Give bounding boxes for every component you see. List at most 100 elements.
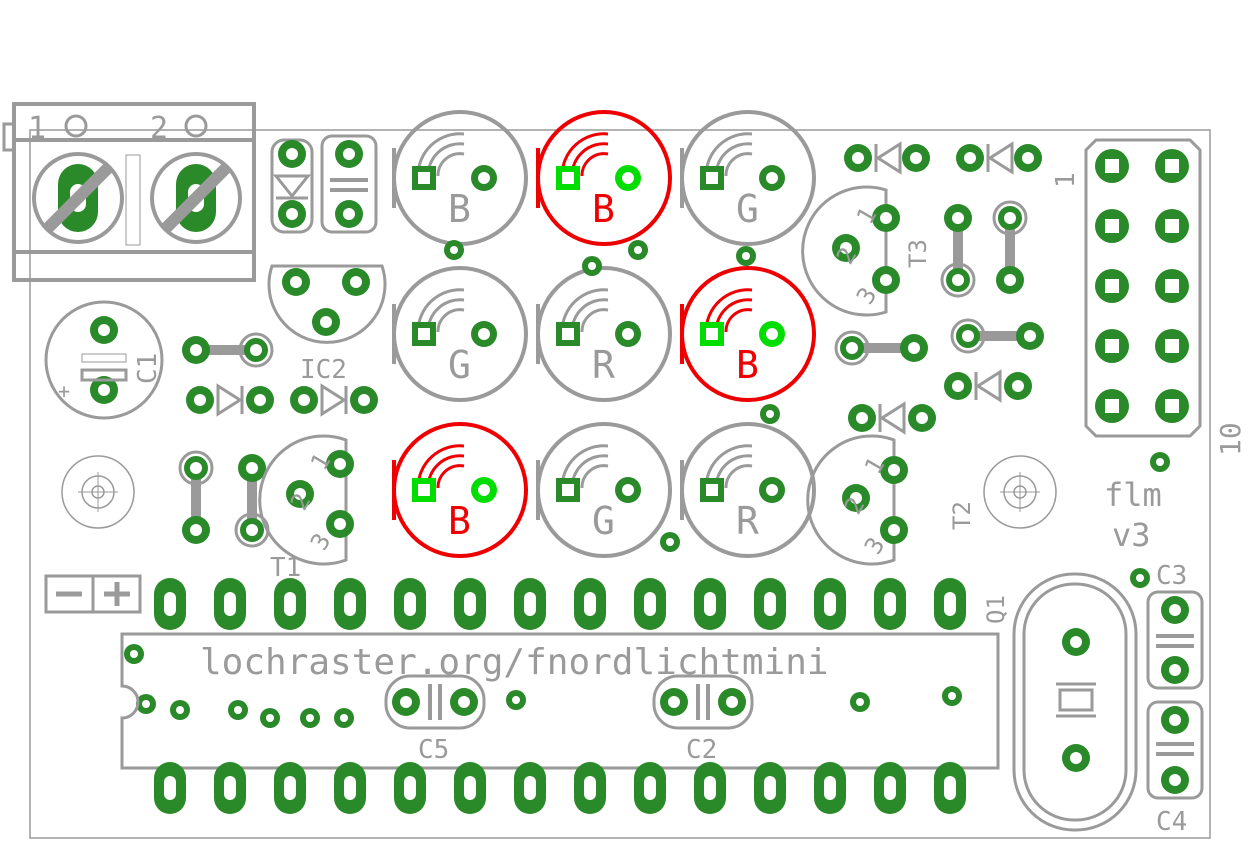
dip-pin [874, 578, 906, 630]
capacitor-top [320, 134, 378, 234]
mounting-hole-right [983, 455, 1057, 529]
dip-pin [454, 762, 486, 814]
dip-pin [934, 762, 966, 814]
led-1-letter: B [448, 187, 471, 231]
diode-left-1 [186, 383, 274, 417]
t3-label: T3 [904, 239, 932, 268]
led-6-letter: B [736, 343, 759, 387]
dip-pin [394, 578, 426, 630]
dip-pin [514, 578, 546, 630]
led-4-letter: G [448, 343, 471, 387]
led-3: G [680, 110, 816, 246]
dip-pin [754, 578, 786, 630]
resistor-r-left [182, 332, 274, 368]
c5-label: C5 [418, 735, 449, 765]
dip-pin [574, 762, 606, 814]
dip-pin [514, 762, 546, 814]
dip-pin [274, 762, 306, 814]
dip-pin [694, 578, 726, 630]
dip-pin [694, 762, 726, 814]
header-pin [1095, 149, 1129, 183]
dip-pin [814, 762, 846, 814]
resistor-v1 [178, 450, 214, 544]
c3-label: C3 [1156, 561, 1187, 591]
led-2-letter: B [592, 187, 615, 231]
dip-pin [214, 762, 246, 814]
resistor-h-right [950, 318, 1044, 354]
t1-label: T1 [270, 553, 301, 583]
dip-pin [154, 578, 186, 630]
ic2-label: IC2 [300, 355, 347, 385]
dip-pin [934, 578, 966, 630]
capacitor-c4: C4 [1146, 700, 1204, 837]
screw-terminal-1 [32, 152, 124, 244]
diode-right-1 [844, 141, 930, 175]
resistor-v2 [234, 454, 270, 548]
led-9: R [680, 422, 816, 558]
microcontroller-dip28: lochraster.org/fnordlichtmini [120, 578, 1000, 814]
dip-pin [334, 578, 366, 630]
c1-label: C1 [133, 353, 163, 384]
header-pin [1155, 269, 1189, 303]
crystal-q1: Q1 [982, 572, 1138, 832]
diode-left-2 [290, 383, 378, 417]
board-outline [29, 129, 1211, 839]
resistor-h-mid [834, 330, 928, 366]
diode-top-left [270, 138, 314, 234]
led-2: B [536, 110, 672, 246]
transistor-t2: 1 2 3 T2 [806, 434, 976, 566]
t2-label: T2 [948, 501, 976, 530]
terminal-block: 1 2 [2, 102, 256, 282]
led-8: G [536, 422, 672, 558]
header-pin [1155, 389, 1189, 423]
dip-pin [154, 762, 186, 814]
led-1: B [392, 110, 528, 246]
polarity-marker [44, 574, 142, 614]
header-pin [1095, 389, 1129, 423]
transistor-t3: 1 2 3 T3 [801, 185, 932, 317]
capacitor-c5: C5 [384, 674, 486, 765]
led-6: B [680, 266, 816, 402]
resistor-t3-1 [940, 204, 976, 298]
dip-pin [634, 578, 666, 630]
vias [124, 240, 1170, 728]
dip-pin [634, 762, 666, 814]
dip-pin [874, 762, 906, 814]
c2-label: C2 [686, 735, 717, 765]
author-label: flm [1104, 476, 1162, 514]
dip-pin [574, 578, 606, 630]
dip-pin [274, 578, 306, 630]
led-5: R [536, 266, 672, 402]
capacitor-c2: C2 [652, 674, 754, 765]
led-7-letter: B [448, 499, 471, 543]
terminal-label-1: 1 [28, 111, 46, 146]
version-label: v3 [1112, 516, 1151, 554]
header-pin1-label: 1 [1051, 172, 1081, 188]
header-pin [1155, 329, 1189, 363]
header-10pin: 1 10 [1051, 138, 1247, 456]
c4-label: C4 [1156, 807, 1187, 837]
diode-right-2 [956, 141, 1042, 175]
led-7: B [392, 422, 528, 558]
led-5-letter: R [592, 343, 615, 387]
terminal-label-2: 2 [150, 111, 168, 146]
capacitor-c3: C3 [1146, 561, 1204, 690]
led-3-letter: G [736, 187, 759, 231]
dip-pin [454, 578, 486, 630]
header-pin [1095, 329, 1129, 363]
led-4: G [392, 266, 528, 402]
header-pin [1095, 269, 1129, 303]
capacitor-c1: C1 + [44, 300, 164, 420]
transistor-t1: 1 2 3 T1 [258, 434, 354, 583]
dip-pin [334, 762, 366, 814]
resistor-t3-2 [992, 200, 1028, 294]
header-pin10-label: 10 [1214, 422, 1247, 456]
diode-right-3 [944, 369, 1032, 403]
dip-pin [394, 762, 426, 814]
screw-terminal-2 [150, 152, 242, 244]
dip-pin [814, 578, 846, 630]
header-pin [1155, 149, 1189, 183]
led-9-letter: R [736, 499, 759, 543]
